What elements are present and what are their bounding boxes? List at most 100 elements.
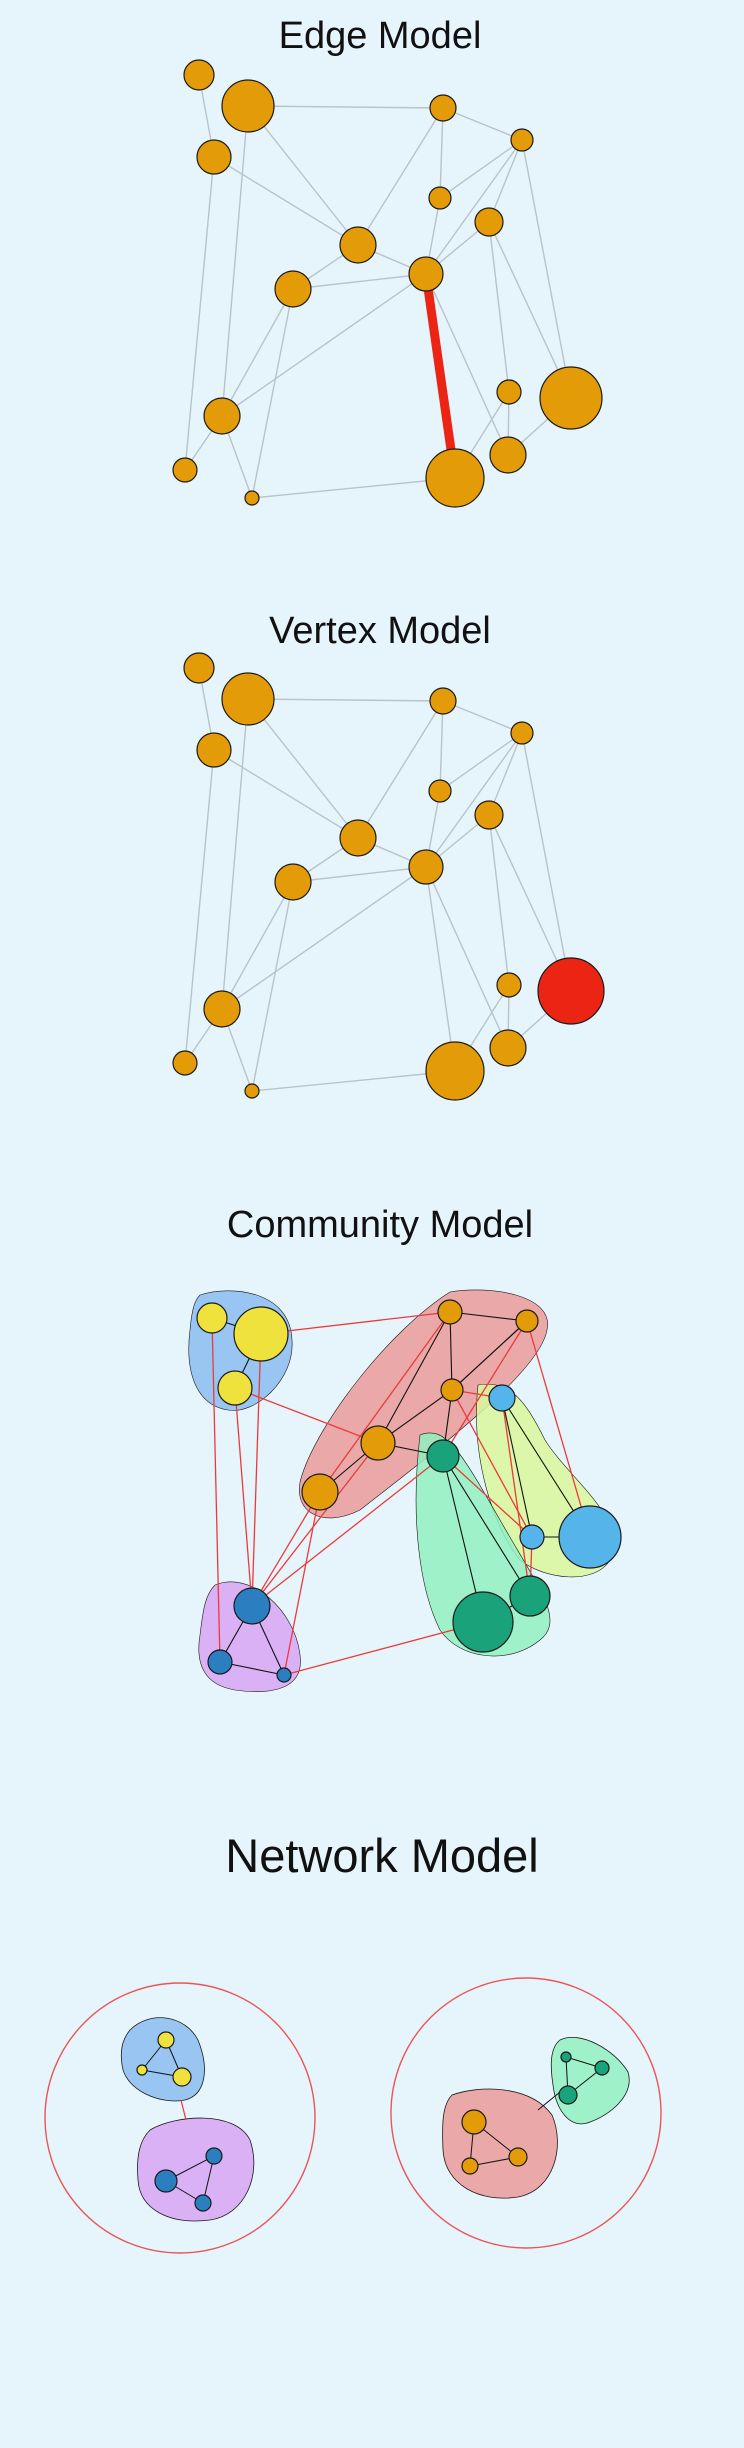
node — [510, 721, 534, 745]
node — [429, 94, 457, 122]
node — [196, 139, 232, 175]
node — [425, 448, 485, 508]
community-model-graph — [188, 1289, 622, 1692]
node — [207, 1649, 233, 1675]
node — [488, 1384, 516, 1412]
node — [594, 2060, 610, 2076]
node — [508, 2147, 528, 2167]
inter-community-edge — [251, 1455, 444, 1607]
node — [496, 972, 522, 998]
edge — [488, 814, 510, 986]
edge — [247, 698, 444, 702]
node — [509, 1575, 551, 1617]
edges — [184, 74, 572, 499]
edge — [251, 1070, 456, 1092]
community-region — [299, 1289, 548, 1519]
edge — [488, 139, 523, 223]
node — [339, 226, 377, 264]
node — [474, 207, 504, 237]
node — [136, 2064, 148, 2076]
inter-community-edge — [283, 1621, 484, 1676]
node — [360, 1425, 396, 1461]
edge — [213, 156, 359, 246]
intra-community-edge — [377, 1311, 451, 1444]
intra-community-edge — [501, 1397, 533, 1538]
edge — [221, 698, 249, 1010]
node — [172, 2067, 192, 2087]
highlighted-edge — [421, 273, 460, 479]
nodes — [196, 1299, 622, 1683]
edge — [442, 107, 523, 141]
inter-community-edge — [442, 1455, 533, 1538]
vertex-model-graph — [172, 652, 605, 1101]
node — [489, 1029, 527, 1067]
edge — [184, 749, 215, 1064]
inter-community-edge — [319, 1311, 451, 1493]
network-model-graph — [44, 1977, 662, 2254]
inter-community-edge — [501, 1397, 531, 1597]
edge — [425, 866, 456, 1072]
edge — [292, 273, 427, 290]
node — [274, 270, 312, 308]
edge — [247, 105, 359, 246]
edge — [247, 698, 359, 839]
intra-community-edge — [449, 1311, 453, 1391]
edge — [184, 156, 215, 471]
node — [194, 2194, 212, 2212]
edge — [488, 732, 523, 816]
node — [217, 1370, 253, 1406]
node — [233, 1306, 289, 1362]
node — [510, 128, 534, 152]
edge — [221, 288, 294, 417]
edge — [251, 881, 294, 1092]
node — [461, 2109, 487, 2135]
vertex-model-title: Vertex Model — [269, 610, 491, 652]
edge — [251, 477, 456, 499]
node — [203, 990, 241, 1028]
nodes — [172, 59, 603, 508]
node — [205, 2147, 223, 2165]
inter-community-edge — [451, 1389, 533, 1538]
intra-community-edge — [449, 1311, 528, 1322]
edge — [488, 221, 510, 393]
nodes — [172, 652, 605, 1101]
node — [244, 490, 260, 506]
node — [183, 652, 215, 684]
community-model-title: Community Model — [227, 1204, 533, 1246]
node — [429, 687, 457, 715]
edge — [221, 273, 427, 417]
node — [221, 672, 275, 726]
inter-community-edge — [526, 1320, 591, 1538]
highlighted-node — [537, 957, 605, 1025]
node — [428, 779, 452, 803]
node — [276, 1667, 292, 1683]
node — [301, 1473, 339, 1511]
edge — [488, 221, 572, 399]
node — [539, 366, 603, 430]
edge-model-graph — [172, 59, 603, 508]
edge — [357, 700, 444, 839]
edge — [521, 139, 572, 399]
node — [203, 397, 241, 435]
node — [558, 1505, 622, 1569]
node — [519, 1524, 545, 1550]
inter-community-edge — [537, 2091, 561, 2111]
edge — [221, 866, 427, 1010]
node — [428, 186, 452, 210]
edge — [221, 105, 249, 417]
edge — [439, 732, 523, 792]
community-region — [137, 2117, 255, 2222]
edge-model-title: Edge Model — [279, 15, 482, 57]
node — [196, 732, 232, 768]
node — [408, 849, 444, 885]
inter-community-edge — [211, 1317, 221, 1663]
node — [154, 2169, 178, 2193]
node — [560, 2051, 572, 2063]
edge — [213, 749, 359, 839]
node — [172, 1050, 198, 1076]
edge — [425, 273, 509, 456]
network-boundary — [44, 1982, 316, 2254]
inter-community-edge — [283, 1491, 321, 1676]
node — [425, 1041, 485, 1101]
